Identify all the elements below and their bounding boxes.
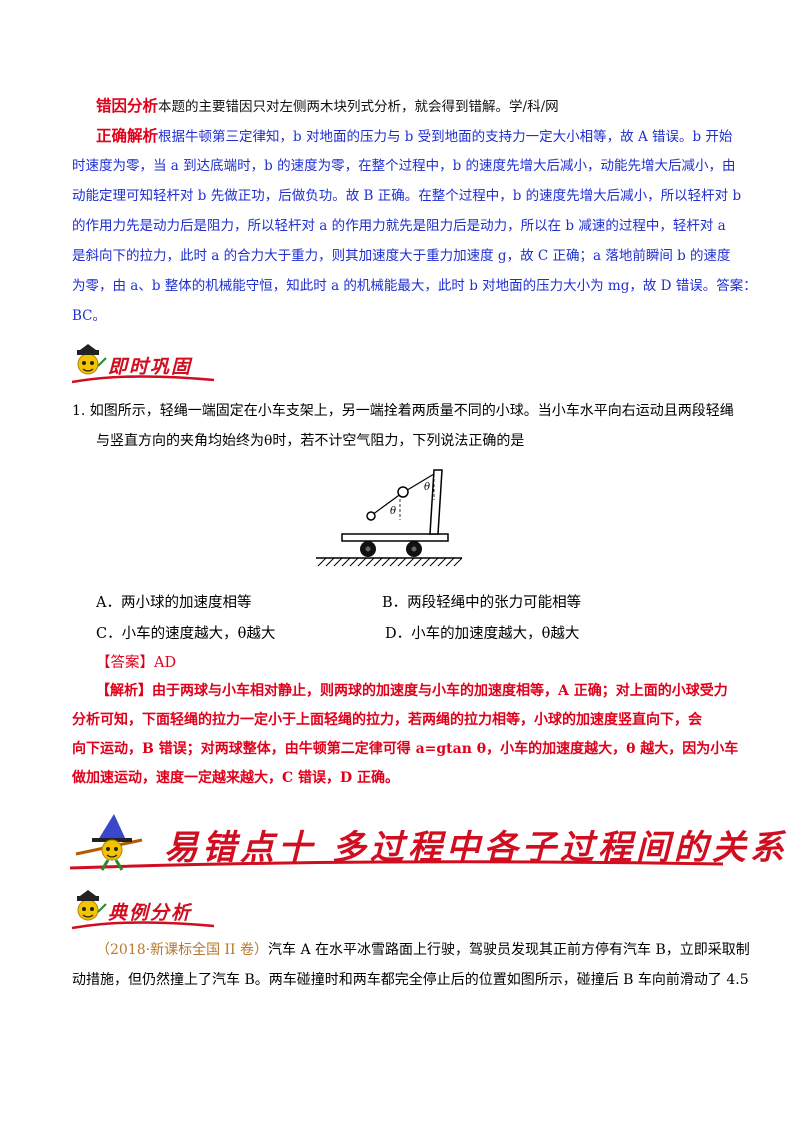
option-c: C．小车的速度越大，θ越大 <box>96 626 276 642</box>
correct-analysis-line-3: 动能定理可知轻杆对 b 先做正功，后做负功。故 B 正确。在整个过程中，b 的速… <box>72 188 742 204</box>
option-a: A．两小球的加速度相等 <box>96 595 252 611</box>
option-b: B．两段轻绳中的张力可能相等 <box>382 595 582 611</box>
mascot-icon <box>71 344 215 384</box>
correct-analysis-tag: 正确解析 <box>96 127 159 145</box>
error-point-banner: 易错点十 多过程中各子过程间的关系 <box>68 810 784 880</box>
analysis-line-3: 向下运动，B 错误；对两球整体，由牛顿第二定律可得 a=gtan θ，小车的加速… <box>72 741 739 757</box>
question-line-1: 1. 如图所示，轻绳一端固定在小车支架上，另一端拴着两质量不同的小球。当小车水平… <box>72 403 734 419</box>
correct-analysis-line-4: 的作用力先是动力后是阻力，所以轻杆对 a 的作用力就先是阻力后是动力，所以在 b… <box>72 218 726 234</box>
correct-analysis-line-5: 是斜向下的拉力，此时 a 的合力大于重力，则其加速度大于重力加速度 g，故 C … <box>72 248 731 264</box>
analysis-line-4: 做加速运动，速度一定越来越大，C 错误，D 正确。 <box>72 770 400 786</box>
example-line-2: 动措施，但仍然撞上了汽车 B。两车碰撞时和两车都完全停止后的位置如图所示，碰撞后… <box>72 972 749 988</box>
option-d: D．小车的加速度越大，θ越大 <box>385 626 580 642</box>
question-line-2: 与竖直方向的夹角均始终为θ时，若不计空气阻力，下列说法正确的是 <box>96 433 525 449</box>
analysis-line-2: 分析可知，下面轻绳的拉力一定小于上面轻绳的拉力，若两绳的拉力相等，小球的加速度竖… <box>72 712 702 728</box>
correct-analysis-line-7: BC。 <box>72 308 107 324</box>
theta-label-lower: θ <box>390 506 397 517</box>
cart-diagram <box>316 469 463 567</box>
answer-tag: 【答案】 <box>96 655 154 671</box>
error-analysis-tag: 错因分析 <box>96 97 159 115</box>
section-title-2: 典例分析 <box>108 902 193 924</box>
answer-line: 【答案】AD <box>96 651 176 672</box>
analysis-line-1: 【解析】由于两球与小车相对静止，则两球的加速度与小车的加速度相等，A 正确；对上… <box>96 683 728 699</box>
theta-label-upper: θ <box>424 482 431 493</box>
example-line-1: （2018·新课标全国 II 卷）汽车 A 在水平冰雪路面上行驶，驾驶员发现其正… <box>96 942 750 958</box>
cart-figure: θ θ <box>314 462 464 578</box>
banner-title: 易错点十 多过程中各子过程间的关系 <box>164 828 788 868</box>
mascot-icon-2 <box>71 890 215 930</box>
section-header-instant: 即时巩固 <box>68 342 218 386</box>
correct-analysis-line-1: 正确解析根据牛顿第三定律知，b 对地面的压力与 b 受到地面的支持力一定大小相等… <box>96 127 733 145</box>
answer-value: AD <box>154 655 177 671</box>
wizard-icon <box>69 814 724 871</box>
section-title: 即时巩固 <box>108 356 193 378</box>
example-source: （2018·新课标全国 II 卷） <box>96 942 269 958</box>
section-header-example: 典例分析 <box>68 888 218 932</box>
error-analysis-line: 错因分析本题的主要错因只对左侧两木块列式分析，就会得到错解。学/科/网 <box>96 92 559 122</box>
error-analysis-text: 本题的主要错因只对左侧两木块列式分析，就会得到错解。学/科/网 <box>158 99 559 115</box>
analysis-tag: 【解析】 <box>96 683 152 699</box>
correct-analysis-line-2: 时速度为零，当 a 到达底端时，b 的速度为零，在整个过程中，b 的速度先增大后… <box>72 158 736 174</box>
correct-analysis-line-6: 为零，由 a、b 整体的机械能守恒，知此时 a 的机械能最大，此时 b 对地面的… <box>72 278 757 294</box>
